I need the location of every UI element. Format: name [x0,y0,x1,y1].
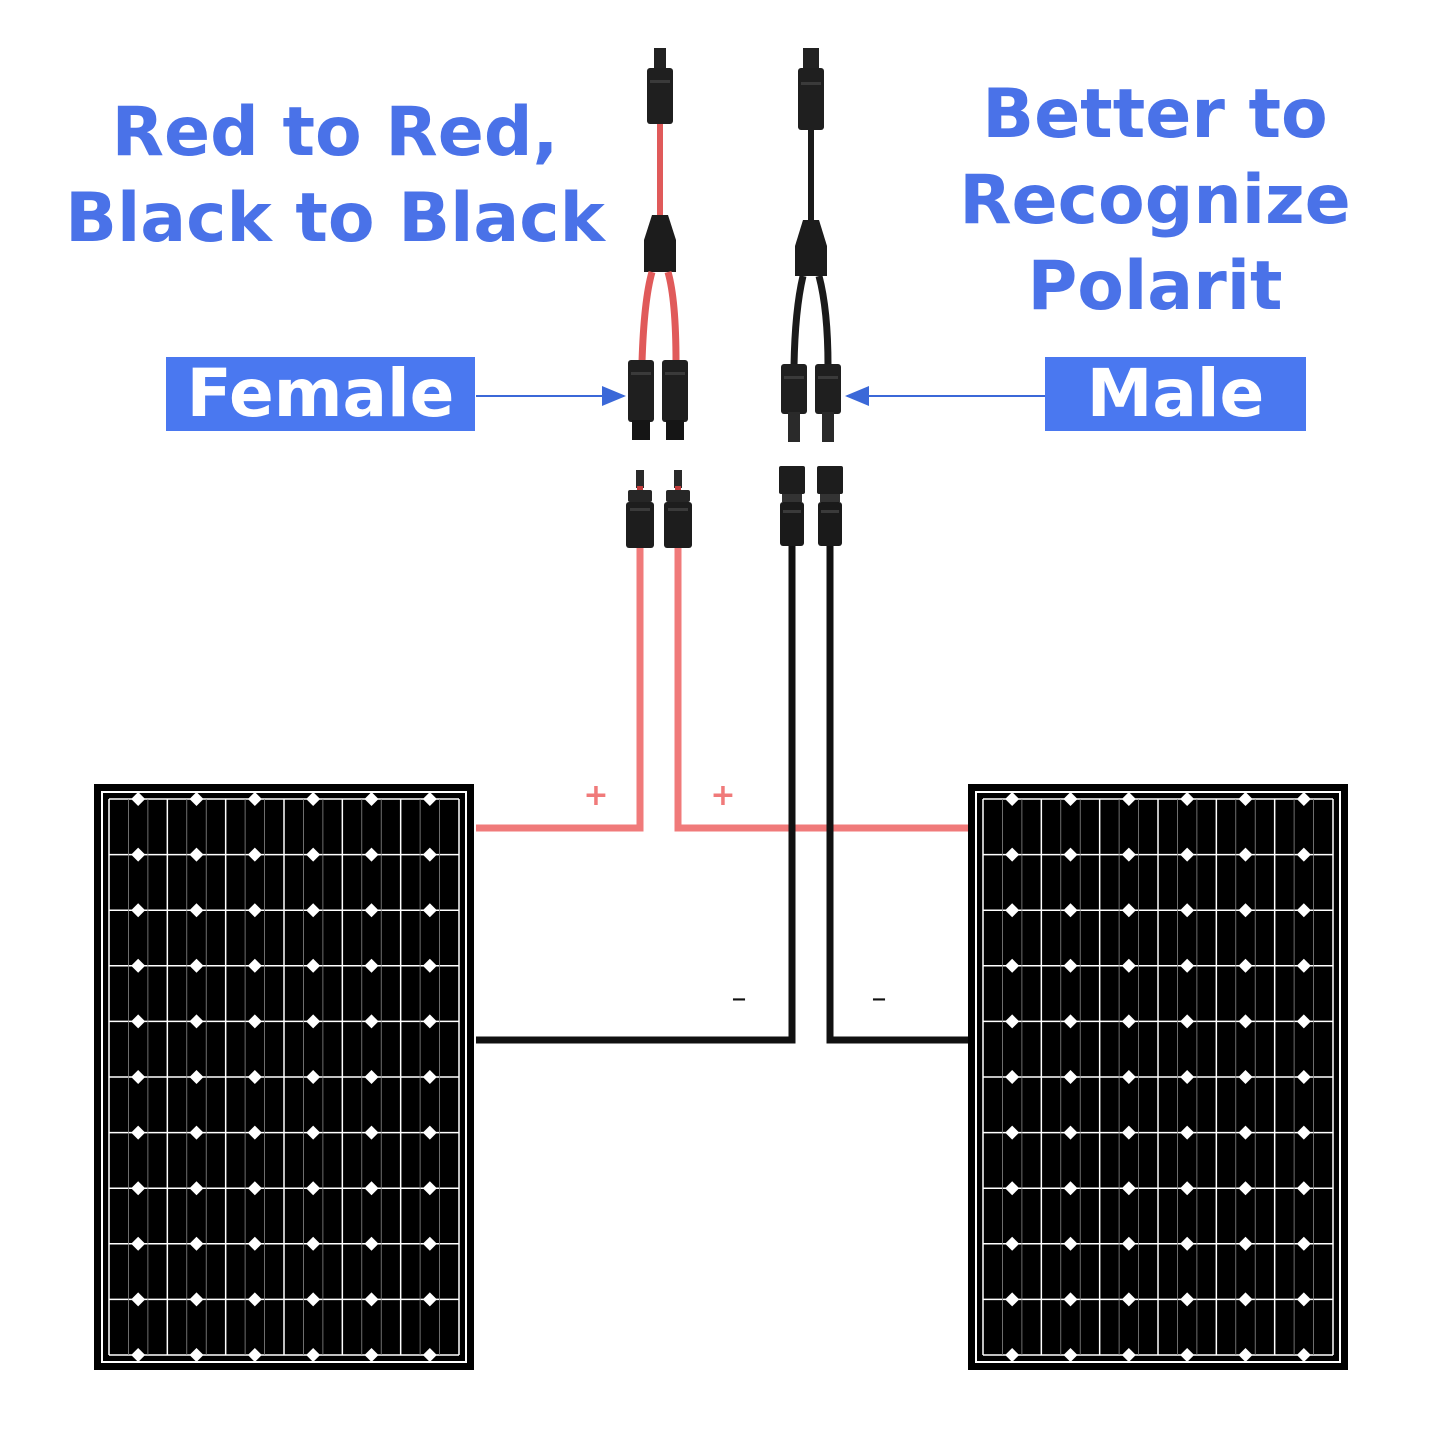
negative-wire-right [826,545,968,1044]
positive-wire-right [674,545,968,832]
negative-wire-left [476,545,796,1044]
negative-mark-right: – [872,981,887,1016]
headline-right-line-2: Recognize [959,161,1351,240]
solar-panel-icon [968,784,1348,1370]
positive-mark-right: + [710,778,735,813]
headline-left-line-1: Red to Red, [111,93,559,172]
wiring [476,545,968,1044]
headline-left-line-2: Black to Black [65,179,605,258]
panel-connectors [626,466,843,548]
mc4-connector-icon [817,466,843,546]
solar-panel-icon [94,784,474,1370]
headline-right-line-3: Polarit [1027,247,1283,326]
y-branch-connector-icon [781,48,841,442]
mc4-connector-icon [664,470,692,548]
y-branch-connector-icon [628,48,688,440]
male-label: Male [1045,357,1306,431]
headline-left: Red to Red, Black to Black [40,90,630,262]
headline-right: Better to Recognize Polarit [945,72,1365,330]
female-label: Female [166,357,475,431]
headline-right-line-1: Better to [982,75,1328,154]
positive-mark-left: + [583,778,608,813]
mc4-connector-icon [779,466,805,546]
mc4-connector-icon [626,470,654,548]
negative-mark-left: – [732,981,747,1016]
positive-wire-left [476,545,644,832]
